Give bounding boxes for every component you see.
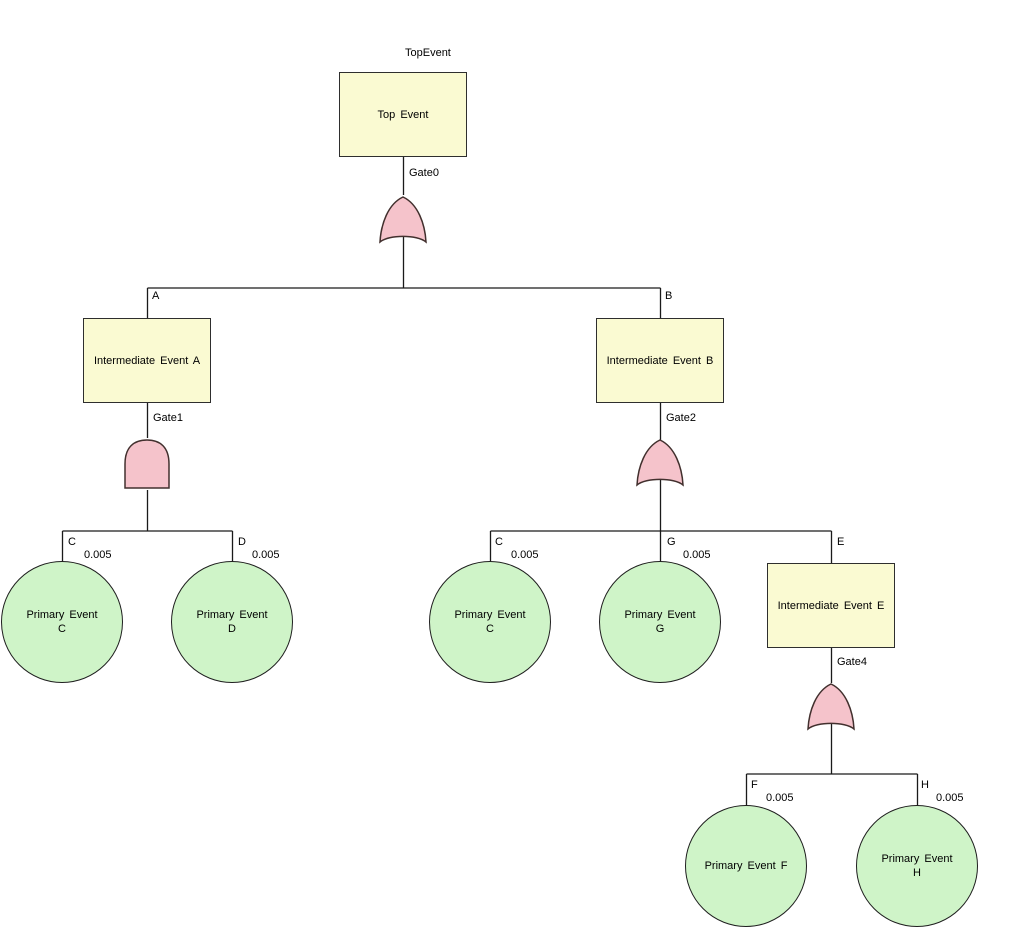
gate2-or-gate-symbol[interactable]: [634, 438, 686, 488]
primary-event-c2-circle[interactable]: Primary Event C: [429, 561, 551, 683]
primary-event-f-text-line1: Primary Event F: [704, 860, 788, 872]
primary-g-id-label: G: [667, 536, 676, 548]
primary-event-c1-circle[interactable]: Primary Event C: [1, 561, 123, 683]
primary-event-g-circle[interactable]: Primary Event G: [599, 561, 721, 683]
intermediate-event-a-box[interactable]: Intermediate Event A: [83, 318, 211, 403]
primary-c2-id-label: C: [495, 536, 503, 548]
intermediate-event-b-box[interactable]: Intermediate Event B: [596, 318, 724, 403]
primary-event-g-text-line1: Primary Event: [624, 609, 696, 621]
primary-c2-probability: 0.005: [511, 549, 539, 561]
primary-event-h-text-line1: Primary Event: [881, 853, 953, 865]
primary-h-id-label: H: [921, 779, 929, 791]
event-b-id-label: B: [665, 290, 673, 302]
gate0-or-gate-symbol[interactable]: [377, 195, 429, 245]
primary-event-c1-text-line1: Primary Event: [26, 609, 98, 621]
intermediate-event-e-text: Intermediate Event E: [777, 599, 885, 612]
primary-event-h-circle[interactable]: Primary Event H: [856, 805, 978, 927]
primary-event-d-text-line1: Primary Event: [196, 609, 268, 621]
primary-c1-probability: 0.005: [84, 549, 112, 561]
top-event-id-label: TopEvent: [405, 47, 451, 59]
primary-event-g-text-line2: G: [655, 623, 665, 635]
gate0-id-label: Gate0: [409, 167, 439, 179]
top-event-text: Top Event: [377, 108, 429, 121]
gate1-id-label: Gate1: [153, 412, 183, 424]
gate1-and-gate-symbol[interactable]: [123, 438, 171, 490]
primary-f-id-label: F: [751, 779, 758, 791]
primary-event-c2-text-line1: Primary Event: [454, 609, 526, 621]
event-e-id-label: E: [837, 536, 845, 548]
intermediate-event-b-text: Intermediate Event B: [606, 354, 714, 367]
primary-f-probability: 0.005: [766, 792, 794, 804]
primary-event-d-circle[interactable]: Primary Event D: [171, 561, 293, 683]
gate4-or-gate-symbol[interactable]: [805, 682, 857, 732]
event-a-id-label: A: [152, 290, 160, 302]
primary-h-probability: 0.005: [936, 792, 964, 804]
intermediate-event-a-text: Intermediate Event A: [93, 354, 201, 367]
primary-d-probability: 0.005: [252, 549, 280, 561]
intermediate-event-e-box[interactable]: Intermediate Event E: [767, 563, 895, 648]
primary-c1-id-label: C: [68, 536, 76, 548]
primary-g-probability: 0.005: [683, 549, 711, 561]
primary-d-id-label: D: [238, 536, 246, 548]
primary-event-f-circle[interactable]: Primary Event F: [685, 805, 807, 927]
primary-event-h-text-line2: H: [913, 867, 921, 879]
top-event-box[interactable]: Top Event: [339, 72, 467, 157]
primary-event-d-text-line2: D: [228, 623, 236, 635]
primary-event-c2-text-line2: C: [486, 623, 494, 635]
gate2-id-label: Gate2: [666, 412, 696, 424]
primary-event-c1-text-line2: C: [58, 623, 66, 635]
gate4-id-label: Gate4: [837, 656, 867, 668]
